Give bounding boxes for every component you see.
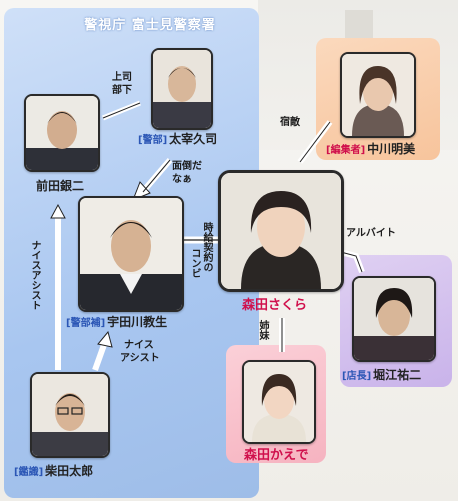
- label-conbi: コンビ: [189, 248, 200, 278]
- name-nakagawa: [編集者]中川明美: [326, 142, 416, 156]
- name-sakura: 森田さくら: [242, 298, 308, 313]
- photo-kaede: [242, 360, 316, 444]
- name-maeda: 前田銀二: [36, 179, 85, 193]
- photo-dazai: [151, 48, 213, 130]
- label-shimai: 姉妹: [257, 320, 268, 340]
- name-utagawa: [警部補]宇田川教生: [66, 315, 168, 329]
- label-arbeit: アルバイト: [346, 228, 396, 239]
- police-station-title: 警視庁 富士見警察署: [84, 18, 216, 33]
- photo-shibata: [30, 372, 110, 458]
- name-horie: [店長]堀江祐二: [342, 368, 422, 382]
- label-shukuteki: 宿敵: [280, 117, 300, 128]
- photo-maeda: [24, 94, 100, 172]
- name-dazai: [警部]太宰久司: [138, 132, 218, 146]
- photo-nakagawa: [340, 52, 416, 138]
- photo-horie: [352, 276, 436, 362]
- label-nice-assist-1: ナイス: [124, 340, 154, 351]
- label-subordinate: 部下: [112, 85, 132, 96]
- label-jikyuu: 時給契約の: [201, 222, 212, 272]
- label-boss: 上司: [112, 72, 132, 83]
- label-mendou: 面倒だなぁ: [172, 161, 202, 185]
- name-shibata: [鑑識]柴田太郎: [14, 464, 94, 478]
- photo-sakura: [218, 170, 344, 292]
- label-nice-assist-2: アシスト: [120, 353, 160, 364]
- name-kaede: 森田かえで: [244, 448, 309, 463]
- photo-utagawa: [78, 196, 184, 312]
- label-nice-assist-vertical: ナイスアシスト: [29, 240, 40, 310]
